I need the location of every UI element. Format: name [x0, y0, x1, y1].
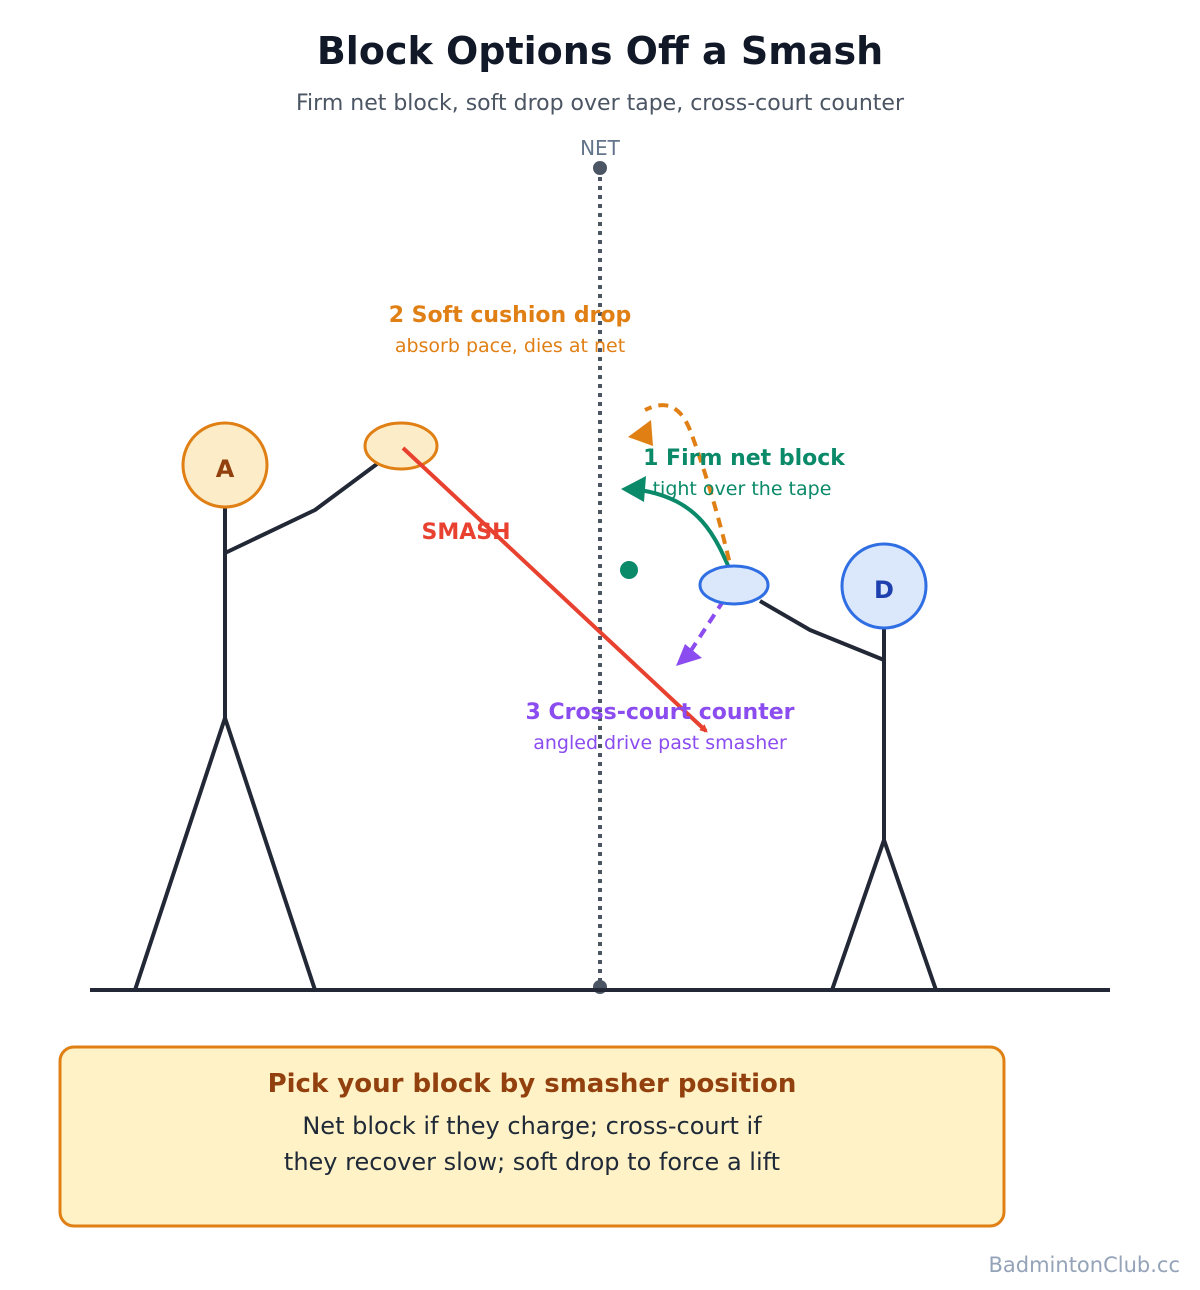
- tip-callout: Pick your block by smasher position Net …: [58, 1045, 1006, 1228]
- smash-arrow: [401, 446, 708, 733]
- cross-court-arrow: [688, 584, 735, 654]
- defender-legs: [830, 838, 938, 991]
- diagram-subtitle: Firm net block, soft drop over tape, cro…: [296, 91, 905, 116]
- diagram-title: Block Options Off a Smash: [317, 29, 883, 73]
- option-1-label: 1 Firm net block tight over the tape: [643, 446, 846, 500]
- option-1-subtitle: tight over the tape: [653, 478, 832, 500]
- attacker-figure: A: [133, 421, 439, 991]
- callout-line-1: Net block if they charge; cross-court if: [302, 1112, 762, 1140]
- net-block-arrowhead: [621, 476, 646, 502]
- callout-box: [58, 1045, 1006, 1228]
- option-2-subtitle: absorb pace, dies at net: [395, 335, 625, 357]
- net-label: NET: [580, 136, 621, 160]
- defender-racket: [698, 564, 770, 606]
- defender-head: [840, 542, 928, 630]
- callout-title: Pick your block by smasher position: [268, 1069, 797, 1099]
- shuttle-dot: [620, 561, 638, 579]
- callout-line-2: they recover slow; soft drop to force a …: [284, 1148, 780, 1176]
- cross-court-arrowhead: [676, 644, 702, 666]
- option-1-title: 1 Firm net block: [643, 446, 846, 471]
- option-3-title: 3 Cross-court counter: [525, 700, 794, 725]
- cushion-drop-arrow: [644, 403, 735, 578]
- attacker-label: A: [216, 455, 235, 483]
- defender-label: D: [874, 576, 894, 604]
- net-top-post: [593, 161, 607, 175]
- option-3-label: 3 Cross-court counter angled drive past …: [525, 700, 794, 754]
- attacker-head: [181, 421, 269, 509]
- net-block-arrow: [639, 488, 735, 578]
- attacker-arm: [224, 456, 387, 555]
- cushion-drop-arrowhead: [628, 420, 653, 446]
- attacker-legs: [133, 716, 317, 991]
- option-2-label: 2 Soft cushion drop absorb pace, dies at…: [389, 303, 632, 357]
- smash-label: SMASH: [421, 520, 510, 545]
- option-2-title: 2 Soft cushion drop: [389, 303, 632, 328]
- option-3-subtitle: angled drive past smasher: [533, 732, 787, 754]
- defender-figure: D: [758, 542, 938, 991]
- attacker-racket: [363, 421, 439, 471]
- defender-arm: [758, 599, 885, 662]
- footer-brand: BadmintonClub.cc: [988, 1253, 1180, 1277]
